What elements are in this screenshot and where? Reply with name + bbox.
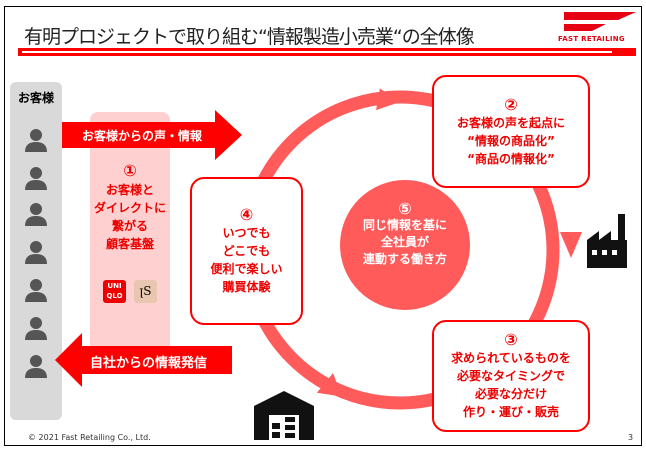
step4-number: ④ bbox=[239, 205, 254, 224]
center-circle bbox=[340, 180, 470, 310]
uniqlo-logo: UNI QLO bbox=[103, 280, 126, 303]
person-icon bbox=[25, 279, 47, 302]
customer-base-panel: ① お客様と ダイレクトに 繋がる 顧客基盤 UNI QLO ꞁS bbox=[90, 112, 170, 372]
step1-text: お客様と ダイレクトに 繋がる 顧客基盤 bbox=[93, 183, 166, 251]
person-icon bbox=[25, 129, 47, 152]
customers-label: お客様 bbox=[17, 91, 54, 105]
customer-voice-label: お客様からの声・情報 bbox=[82, 129, 203, 143]
step2-text: お客様の声を起点に “情報の商品化” “商品の情報化” bbox=[456, 115, 565, 166]
person-icon bbox=[25, 241, 47, 264]
person-icon bbox=[25, 203, 47, 226]
step4-text: いつでも どこでも 便利で楽しい 購買体験 bbox=[210, 226, 283, 294]
ring-arrowhead-top bbox=[376, 88, 400, 111]
theory-logo: ꞁS bbox=[134, 280, 157, 303]
customers-column: お客様 bbox=[10, 82, 62, 420]
warehouse-icon bbox=[254, 391, 314, 440]
step3-box: ③ 求められているものを 必要なタイミングで 必要な分だけ 作り・運び・販売 bbox=[432, 320, 590, 432]
title-underline bbox=[18, 48, 636, 56]
ring-arrowhead-bottom bbox=[316, 373, 342, 397]
step5-number: ⑤ bbox=[398, 199, 412, 218]
info-dispatch-arrow bbox=[55, 333, 232, 387]
info-dispatch-label: 自社からの情報発信 bbox=[90, 356, 208, 371]
page-title: 有明プロジェクトで取り組む“情報製造小売業“の全体像 bbox=[24, 26, 475, 48]
logo-text: FAST RETAILING bbox=[558, 35, 625, 43]
step3-number: ③ bbox=[504, 330, 518, 349]
page-number: 3 bbox=[628, 433, 634, 442]
fast-retailing-logo bbox=[564, 12, 636, 31]
step5-text: 同じ情報を基に 全社員が 連動する働き方 bbox=[362, 218, 447, 266]
person-icon bbox=[25, 317, 47, 340]
step2-number: ② bbox=[504, 94, 518, 114]
ring-arrowhead-right bbox=[560, 232, 582, 258]
factory-icon bbox=[587, 214, 627, 268]
person-icon bbox=[25, 355, 47, 378]
step3-text: 求められているものを 必要なタイミングで 必要な分だけ 作り・運び・販売 bbox=[451, 351, 571, 419]
step2-box: ② お客様の声を起点に “情報の商品化” “商品の情報化” bbox=[432, 75, 590, 188]
customer-voice-arrow bbox=[62, 110, 242, 160]
slide-frame bbox=[4, 6, 642, 446]
step1-number: ① bbox=[123, 161, 137, 180]
copyright: © 2021 Fast Retailing Co., Ltd. bbox=[28, 433, 151, 442]
person-icon bbox=[25, 167, 47, 190]
step1-content: ① お客様と ダイレクトに 繋がる 顧客基盤 bbox=[90, 162, 170, 253]
step4-box: ④ いつでも どこでも 便利で楽しい 購買体験 bbox=[190, 177, 303, 325]
